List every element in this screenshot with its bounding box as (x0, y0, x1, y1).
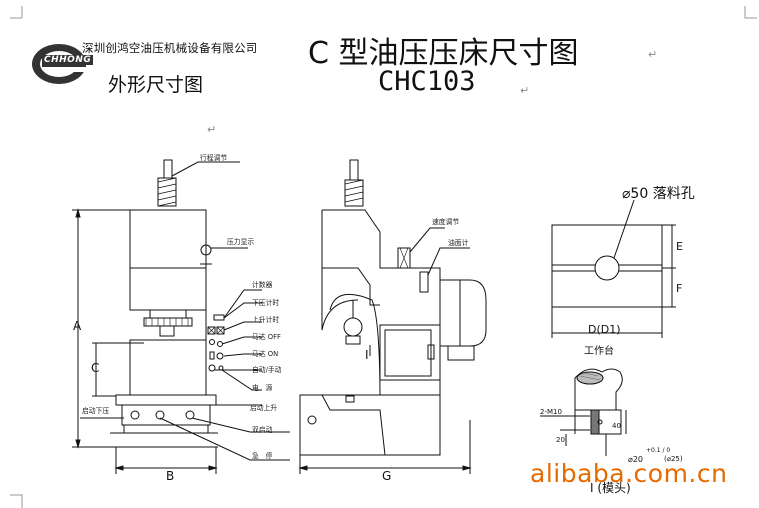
dim-die-hole: 2-M10 (540, 408, 562, 416)
dim-e: E (676, 240, 683, 253)
label-speed-adjust: 速度调节 (432, 217, 459, 226)
dim-die-bore: ⌀20 (628, 455, 643, 464)
page-title: C 型油压压床尺寸图 (308, 36, 579, 71)
label-start-down: 启动下压 (82, 406, 109, 415)
label-counter: 计数器 (252, 280, 273, 289)
worktable-view (551, 199, 676, 338)
logo-text: CHHONG (42, 55, 94, 65)
front-view (72, 159, 290, 474)
return-mark: ↵ (207, 123, 217, 136)
subtitle: 外形尺寸图 (108, 74, 204, 96)
company-name: 深圳创鸿空油压机械设备有限公司 (82, 41, 258, 55)
label-down-dwell: 下压计时 (252, 298, 279, 307)
label-start-up: 启动上升 (250, 403, 277, 412)
model-number: CHC103 (378, 66, 476, 97)
return-mark: ↵ (520, 84, 530, 97)
dim-d: D(D1) (588, 323, 621, 336)
label-power: 电 源 (252, 383, 273, 392)
label-oil-gauge: 油面计 (448, 238, 469, 247)
label-emergency-stop: 急 停 (252, 451, 273, 460)
dim-die-tolerance: +0.1 / 0 (646, 447, 670, 454)
dim-g: G (382, 469, 391, 483)
dim-b: B (166, 469, 174, 483)
die-caption: I (模头) (590, 481, 631, 495)
dim-a: A (73, 319, 82, 333)
label-stroke-adjust: 行程调节 (200, 153, 227, 162)
label-motor-on: 马达 ON (252, 349, 278, 358)
die-detail-view (540, 368, 627, 456)
dim-c: C (91, 361, 99, 375)
label-blanking-hole: ⌀50 落料孔 (622, 186, 695, 202)
label-pressure-display: 压力显示 (227, 237, 254, 246)
dim-f: F (676, 282, 682, 295)
label-up-timer: 上升计时 (252, 315, 279, 324)
watermark: alibaba.com.cn (530, 459, 728, 488)
return-mark: ↵ (648, 48, 658, 61)
dim-die-side: 40 (612, 422, 621, 430)
label-motor-off: 马达 OFF (252, 332, 281, 341)
dim-die-bore-alt: (⌀25) (664, 455, 683, 463)
dim-die-small: 20 (556, 436, 565, 444)
side-view (298, 159, 487, 474)
worktable-caption: 工作台 (584, 344, 614, 357)
label-auto-manual: 自动/手动 (252, 365, 282, 374)
label-dual-start: 双启动 (252, 425, 273, 434)
dim-i: I (365, 348, 369, 362)
